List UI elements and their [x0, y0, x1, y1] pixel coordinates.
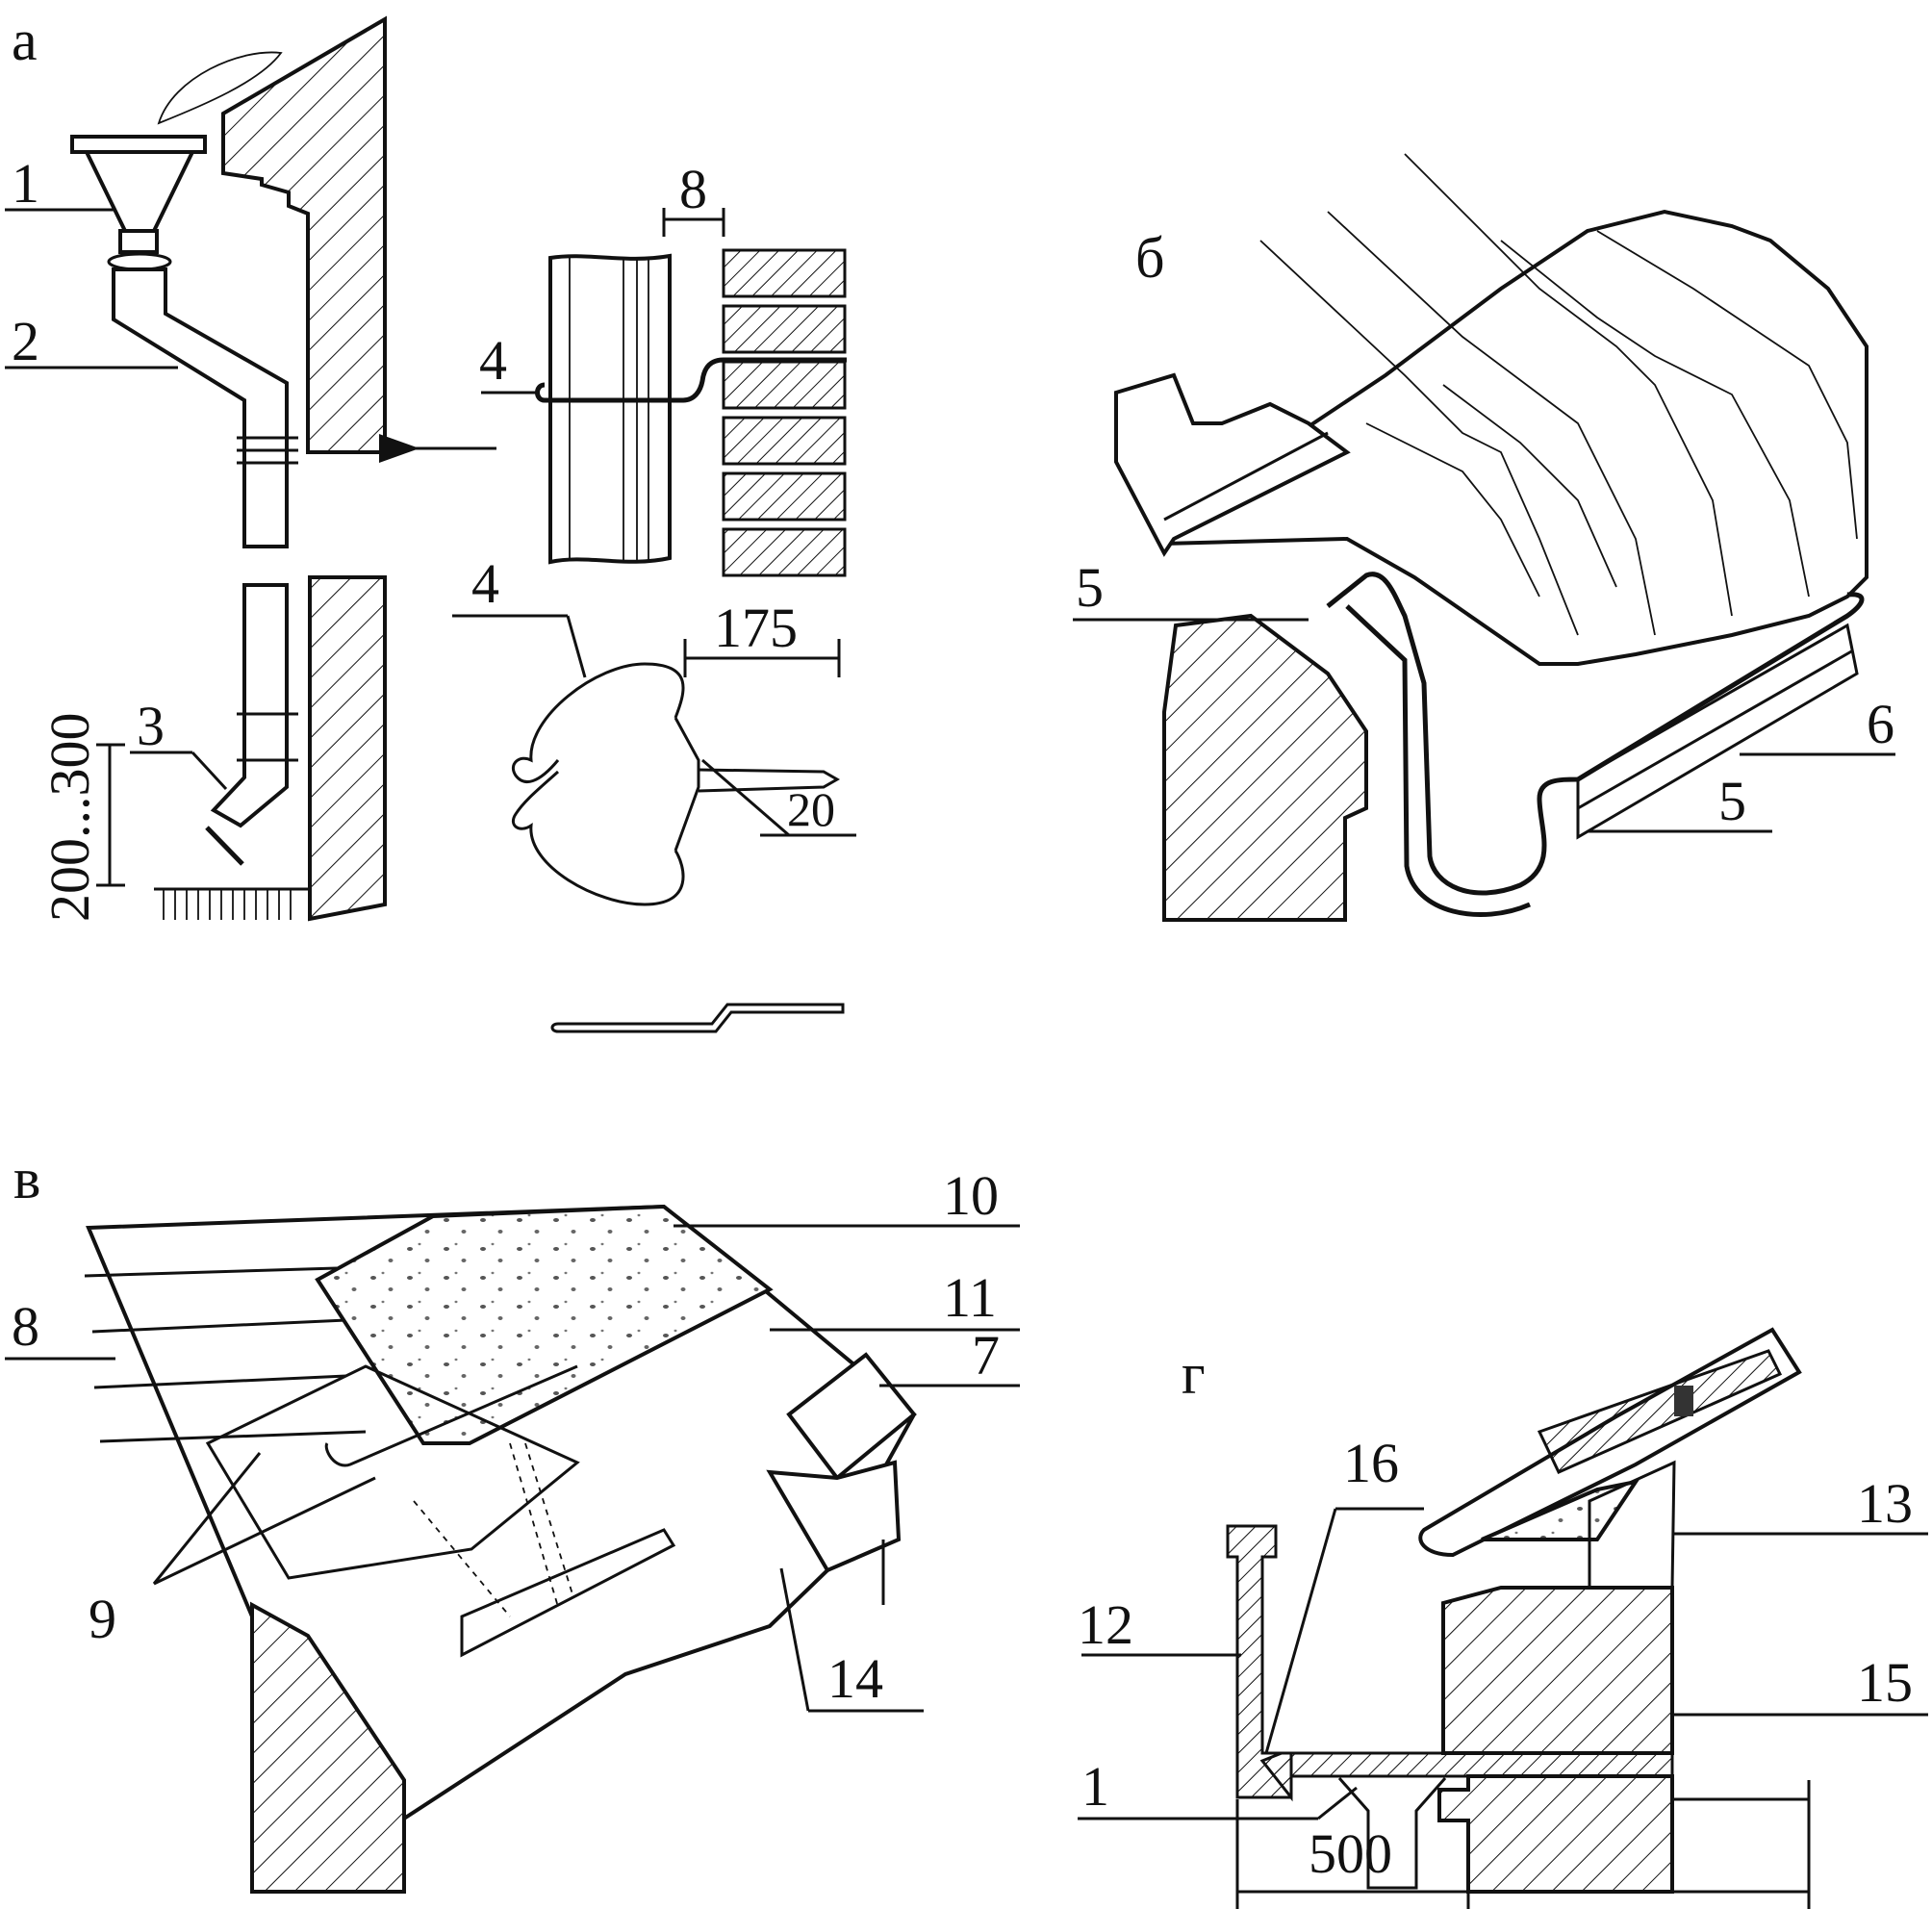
label-5-right: 5 [1718, 770, 1746, 832]
funnel-neck [118, 229, 159, 254]
label-16: 16 [1343, 1432, 1399, 1494]
gutter-front-face [1576, 623, 1859, 840]
gutter-profile [1326, 572, 1865, 896]
leader-4-bottom-d [566, 615, 587, 678]
leader-9b [153, 1476, 376, 1586]
wall-upper [221, 15, 387, 454]
panel-letter-g: г [1182, 1342, 1206, 1406]
leader-1-g-d [1317, 1786, 1358, 1820]
label-1-g: 1 [1081, 1755, 1109, 1818]
roof-batten [1114, 372, 1351, 557]
label-2: 2 [12, 310, 39, 372]
dim-200-300: 200...300 [38, 713, 101, 923]
roof-sheathing-g [1537, 1349, 1783, 1474]
label-12: 12 [1078, 1593, 1133, 1656]
leader-3b [191, 751, 228, 791]
leader-9a [152, 1452, 262, 1585]
panel-g: г 500 16 13 12 15 [1078, 1327, 1928, 1909]
leader-16 [1264, 1508, 1337, 1754]
dim-8: 8 [679, 158, 707, 220]
gutter-front-edge [1577, 649, 1854, 810]
pipe-clamp-upper [237, 436, 298, 465]
clamp-strip-side [550, 1003, 845, 1033]
dim-20: 20 [787, 782, 835, 836]
dim-500: 500 [1309, 1822, 1392, 1885]
label-9: 9 [89, 1588, 116, 1650]
label-7: 7 [972, 1324, 1000, 1387]
roof-tile-ribs [1259, 153, 1858, 636]
downpipe-lower [210, 583, 289, 828]
label-4-top: 4 [479, 329, 507, 392]
rafter-end-g [1588, 1460, 1676, 1590]
clamp-ring-bottom [511, 770, 685, 906]
pipe-collar [107, 252, 172, 271]
label-5-left: 5 [1076, 556, 1104, 619]
brick-5 [722, 471, 847, 522]
label-8: 8 [12, 1295, 39, 1358]
panel-b: б 5 6 5 [1073, 153, 1895, 922]
roof-tiles [1158, 209, 1868, 666]
valley-trough [460, 1528, 676, 1658]
funnel [83, 150, 196, 233]
panel-letter-v: в [13, 1147, 40, 1210]
brick-3 [722, 360, 847, 410]
pipe-detail-elevation [548, 253, 672, 565]
gutter-end-base [766, 1460, 902, 1573]
label-4-bottom: 4 [471, 552, 499, 615]
valley-ridge [324, 1364, 578, 1467]
funnel-g [1337, 1777, 1447, 1890]
pipe-clamp-lower [237, 712, 298, 762]
dim-175: 175 [714, 597, 798, 659]
roof-edge-sketch [157, 51, 283, 125]
gutter-inner [1345, 604, 1532, 917]
label-11: 11 [943, 1266, 997, 1329]
brick-1 [722, 248, 847, 298]
downpipe-upper [112, 267, 289, 548]
panel-a: а [5, 9, 856, 1033]
clamp-spike [698, 768, 841, 793]
wall-masonry-b [1162, 613, 1368, 922]
label-6: 6 [1867, 693, 1894, 755]
pipe-detail-flutes [569, 258, 649, 560]
brick-6 [722, 527, 847, 577]
batten-line [1163, 431, 1329, 522]
valley-post [250, 1601, 406, 1894]
valley-sheet [205, 1364, 580, 1580]
masonry-lower-g [1437, 1774, 1674, 1894]
label-10: 10 [943, 1164, 999, 1227]
wall-boards [84, 1266, 367, 1443]
ground-hatch [163, 889, 292, 920]
label-14: 14 [827, 1647, 883, 1710]
clamp-ring-top [511, 662, 685, 784]
panel-letter-a: а [12, 9, 38, 72]
panel-v: в 10 11 7 8 [5, 1147, 1020, 1894]
brick-4 [722, 416, 847, 466]
clamp-neck [674, 717, 700, 852]
panel-letter-b: б [1135, 226, 1165, 290]
valley-hidden-lines [413, 1442, 574, 1617]
outlet-shoe [205, 826, 244, 866]
leader-20 [701, 758, 790, 837]
label-13: 13 [1857, 1472, 1913, 1535]
label-1: 1 [12, 152, 39, 215]
wall-lower [308, 575, 387, 922]
fastener-g [1674, 1386, 1693, 1416]
label-3: 3 [137, 695, 165, 757]
leader-14 [779, 1567, 810, 1712]
label-15: 15 [1857, 1651, 1913, 1714]
brick-2 [722, 304, 847, 354]
masonry-upper-g [1441, 1586, 1674, 1755]
board-sheet [315, 1204, 774, 1445]
funnel-rim [70, 135, 207, 154]
